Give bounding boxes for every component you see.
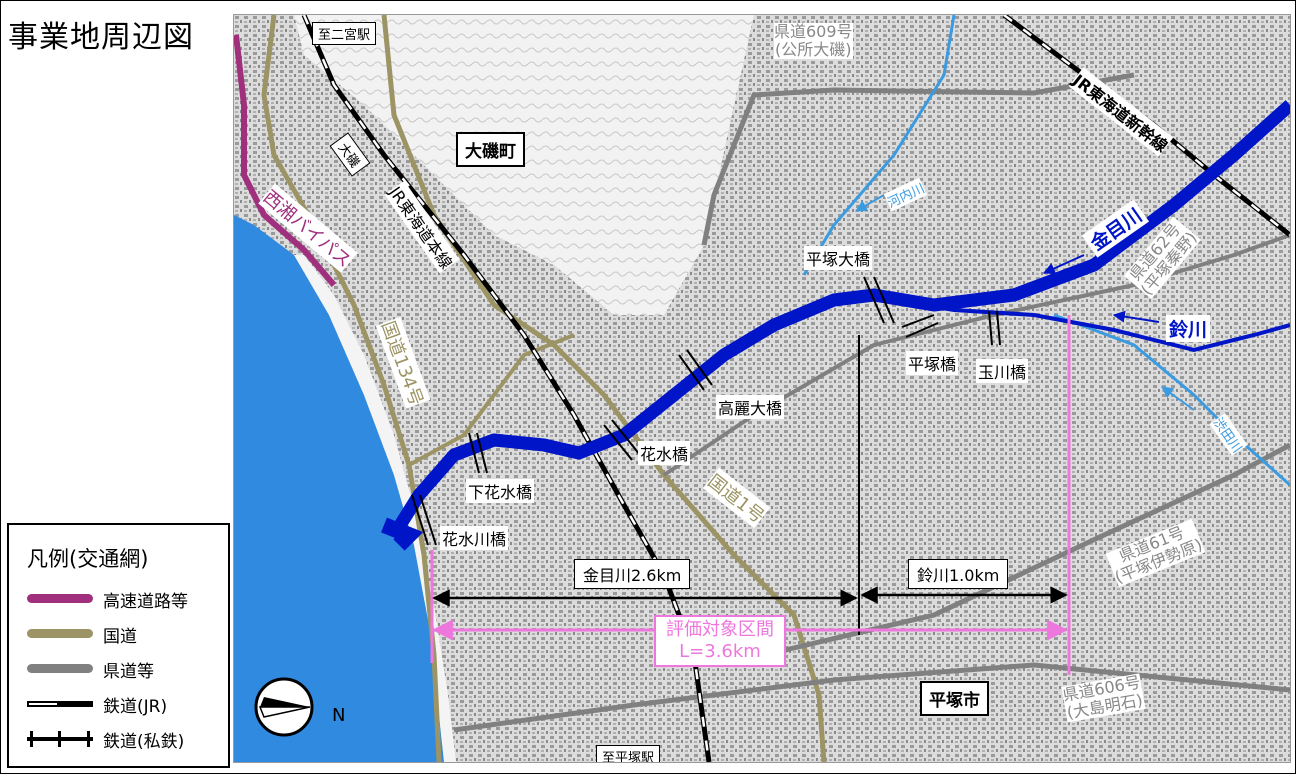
- bridge-hanamizugawa-mark: [411, 494, 437, 546]
- bridge-hanamizu-mark: [603, 419, 641, 461]
- north-arrow-icon: [254, 677, 314, 737]
- seisho-bypass-road: [234, 34, 337, 287]
- oiso-town-label: 大磯町: [456, 132, 525, 167]
- to-ninomiya-label: 至二宮駅: [312, 22, 377, 45]
- bridge-hiratsuka-label: 平塚橋: [906, 351, 959, 375]
- shibudagawa-river: [1053, 313, 1290, 487]
- kanai-distance-label: 金目川2.6km: [574, 559, 691, 589]
- pref609-road: [701, 72, 1135, 246]
- map-title: 事業地周辺図: [8, 20, 194, 55]
- legend-title: 凡例(交通網): [27, 547, 149, 571]
- jr-main-line-dash: [302, 15, 711, 762]
- bridge-korai-label: 高麗大橋: [716, 395, 785, 419]
- sea: [234, 215, 444, 762]
- pref609-name: 県道609号: [774, 22, 853, 41]
- bridge-tamagawa-label: 玉川橋: [976, 359, 1029, 383]
- shinkansen-line-dash: [1003, 15, 1290, 236]
- legend-label-expressway: 高速道路等: [103, 592, 188, 612]
- prefectural-road-swatch: [27, 664, 93, 673]
- eval-section-length: L=3.6km: [679, 641, 761, 662]
- route134-road: [261, 15, 442, 762]
- to-hiratsuka-label: 至平塚駅: [596, 745, 661, 762]
- jr-railway-swatch: [27, 701, 93, 707]
- eval-section-title: 評価対象区間: [666, 619, 774, 640]
- kanaigawa-flow-arrow: [1042, 254, 1085, 275]
- route1-road: [381, 15, 827, 762]
- legend-item-national-road: 国道: [27, 622, 223, 648]
- bridges: [411, 276, 1001, 546]
- national-road-swatch: [27, 629, 93, 638]
- eval-section-label: 評価対象区間 L=3.6km: [654, 615, 786, 667]
- bridge-shimo-hanamizu-label: 下花水橋: [466, 479, 535, 503]
- kanaigawa-river: [388, 100, 1290, 539]
- map-area: 至二宮駅 至平塚駅 大磯町 平塚市 大磯 JR東海道本線 JR東海道新幹線 西湘…: [233, 14, 1291, 763]
- legend-item-prefectural-road: 県道等: [27, 657, 223, 683]
- bridge-hiratsuka-ohashi-mark: [863, 276, 895, 324]
- legend-label-prefectural-road: 県道等: [103, 662, 154, 682]
- legend-label-national-road: 国道: [103, 627, 137, 647]
- shibudagawa-flow-arrow: [1161, 386, 1195, 411]
- route1-branch: [408, 333, 575, 467]
- kouchigawa-flow-arrow: [854, 194, 885, 212]
- suzukawa-label: 鈴川: [1166, 315, 1211, 342]
- kouchigawa-river: [802, 15, 956, 276]
- pref609-label: 県道609号 (公所大磯): [774, 23, 853, 59]
- bridge-tamagawa-mark: [988, 310, 1001, 346]
- legend-item-expressway: 高速道路等: [27, 587, 223, 613]
- bridge-hiratsuka-ohashi-label: 平塚大橋: [804, 246, 873, 270]
- suzukawa-river: [873, 295, 1290, 353]
- bridge-hanamizugawa-label: 花水川橋: [440, 526, 509, 550]
- north-label: N: [332, 705, 346, 726]
- legend-label-private-railway: 鉄道(私鉄): [103, 732, 185, 752]
- bridge-korai-mark: [678, 349, 713, 391]
- hiratsuka-city-label: 平塚市: [920, 681, 989, 716]
- private-railway-swatch: [27, 731, 93, 747]
- expressway-swatch: [27, 594, 93, 603]
- river-mouth: [381, 517, 424, 551]
- bridge-hanamizu-label: 花水橋: [638, 441, 691, 465]
- legend-label-jr-railway: 鉄道(JR): [103, 697, 168, 717]
- beach: [294, 255, 456, 762]
- bridge-shimo-hanamizu-mark: [468, 432, 488, 474]
- legend: 凡例(交通網) 高速道路等 国道 県道等 鉄道(JR) 鉄道(私鉄): [7, 523, 230, 768]
- bridge-hiratsuka-mark: [901, 314, 939, 338]
- pref606-road: [453, 662, 1290, 733]
- suzu-distance-label: 鈴川1.0km: [908, 559, 1009, 589]
- suzukawa-flow-arrow: [1112, 310, 1160, 323]
- legend-item-jr-railway: 鉄道(JR): [27, 692, 223, 718]
- pref609-sub: (公所大磯): [775, 40, 852, 59]
- legend-item-private-railway: 鉄道(私鉄): [27, 727, 223, 753]
